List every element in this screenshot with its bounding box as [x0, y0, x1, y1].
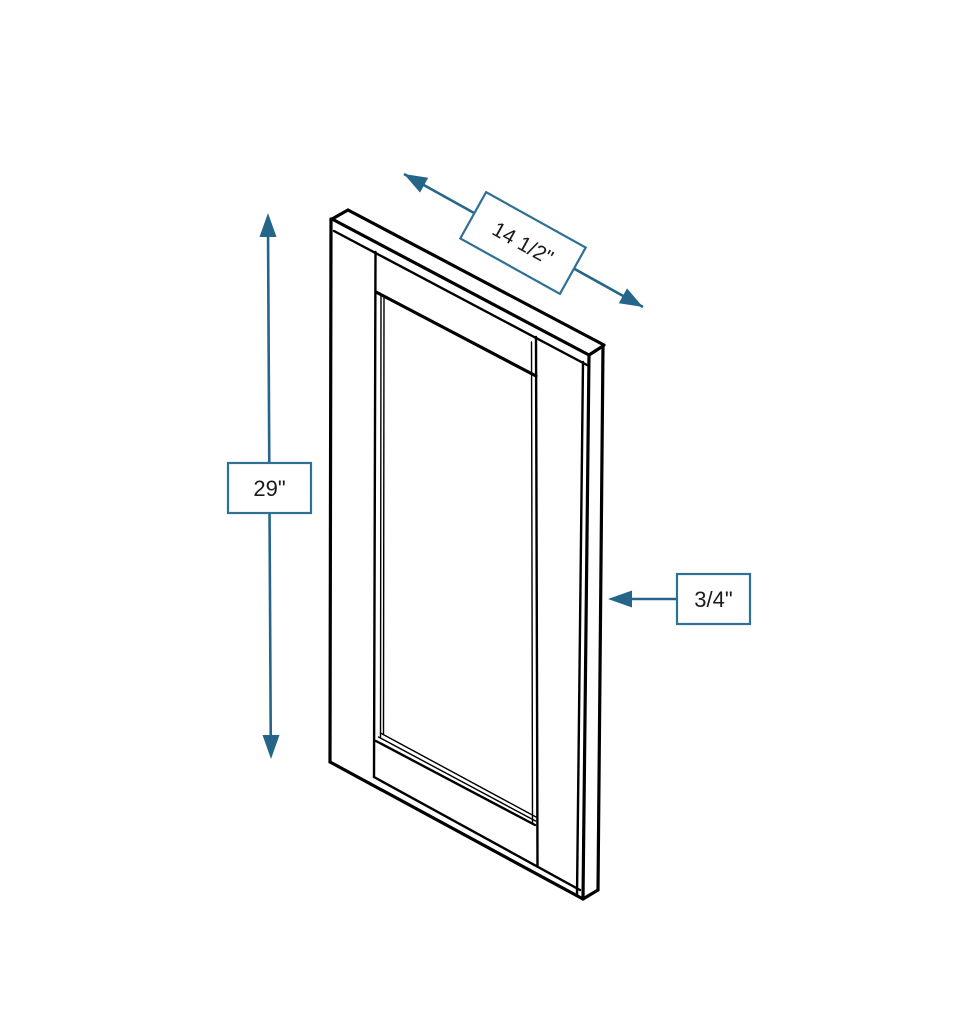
- door-top-left-chamfer: [330, 208, 350, 221]
- top-rail-inner-edge: [374, 290, 538, 378]
- height-dimension: 29": [226, 213, 313, 759]
- panel-bottom-bevel-outer: [377, 736, 537, 822]
- width-arrowhead-left: [404, 174, 429, 193]
- door-frame-inner-edges: [372, 250, 582, 892]
- thickness-dimension-label-box: [675, 572, 752, 626]
- door-top-front-edge: [330, 217, 591, 357]
- door-bottom-right-joint: [581, 888, 600, 901]
- door-outer-edges: [328, 208, 606, 901]
- panel-right-bevel: [530, 341, 534, 824]
- thickness-arrowhead: [608, 590, 632, 608]
- door-bottom-front-edge: [328, 760, 585, 901]
- right-stile-inner-edge: [534, 335, 539, 868]
- door-top-back-edge: [346, 208, 606, 347]
- height-dimension-label: 29": [253, 476, 285, 501]
- width-dimension: 14 1/2": [403, 172, 644, 309]
- height-arrowhead-bottom: [262, 735, 280, 759]
- bottom-rail-inner-edge: [374, 739, 537, 827]
- panel-left-bevel-outer: [379, 295, 382, 738]
- bottom-rail-joint-line: [372, 775, 582, 892]
- door-left-edge: [328, 217, 333, 764]
- left-stile-inner-edge: [372, 250, 377, 779]
- height-arrowhead-top: [259, 213, 277, 237]
- panel-bottom-bevel-inner: [379, 732, 537, 818]
- door-top-right-joint: [587, 344, 605, 357]
- thickness-dimension-label: 3/4": [694, 587, 732, 612]
- thickness-dimension: 3/4": [608, 572, 752, 626]
- width-dimension-label-box: [458, 190, 588, 296]
- height-dimension-label-box: [226, 461, 313, 515]
- door-right-back-edge: [596, 344, 605, 892]
- width-arrowhead-right: [618, 288, 643, 307]
- door-right-edge-highlight: [575, 360, 585, 897]
- panel-left-bevel-inner: [382, 297, 385, 735]
- recessed-panel-bevel: [377, 295, 537, 824]
- door-drawing: [328, 208, 606, 901]
- door-right-front-edge: [581, 353, 591, 901]
